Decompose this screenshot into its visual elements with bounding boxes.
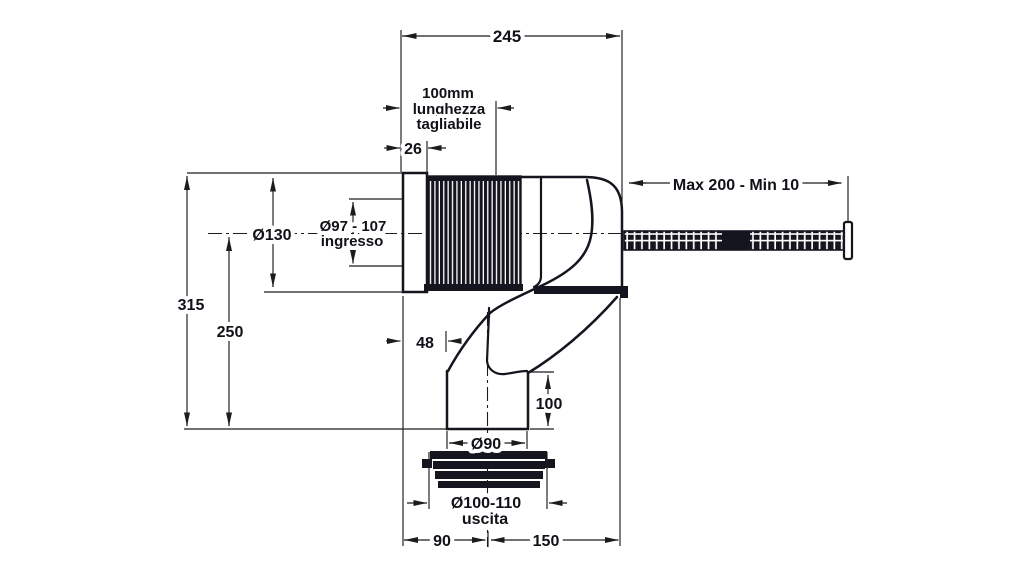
bottom-left-span-label: 90 bbox=[433, 533, 451, 550]
outlet-seal bbox=[422, 451, 555, 488]
overall-height-label: 315 bbox=[178, 297, 205, 314]
dimension-labels: 245 100mm lunghezza tagliabile 26 Max 20… bbox=[174, 23, 804, 554]
body-saddle-curve bbox=[485, 312, 529, 376]
centre-height-label: 250 bbox=[217, 324, 244, 341]
outlet-name-label: uscita bbox=[462, 511, 508, 528]
outlet-seal-diameter-label: Ø100-110 bbox=[451, 495, 521, 512]
rod-end-cap bbox=[842, 220, 854, 261]
inlet-diameter-label: Ø97 - 107 bbox=[320, 218, 387, 235]
rod-range-label: Max 200 - Min 10 bbox=[673, 177, 799, 194]
flange-thickness-label: 26 bbox=[404, 141, 422, 158]
body-inner-curve bbox=[446, 178, 594, 373]
mounting-plate-lip bbox=[620, 286, 628, 298]
body-shell bbox=[446, 175, 628, 376]
outlet-pipe-diameter-label: Ø90 bbox=[471, 436, 501, 453]
offset-48-label: 48 bbox=[416, 335, 434, 352]
overall-width-label: 245 bbox=[493, 27, 521, 46]
rod-slider-block bbox=[722, 231, 750, 250]
corrugated-inlet bbox=[424, 175, 523, 291]
outlet-height-label: 100 bbox=[536, 396, 563, 413]
cut-length-label-line3: tagliabile bbox=[416, 116, 481, 133]
body-top-outline bbox=[519, 175, 624, 289]
adjustment-rod bbox=[623, 220, 854, 261]
bottom-right-span-label: 150 bbox=[533, 533, 560, 550]
inlet-name-label: ingresso bbox=[321, 233, 384, 250]
cut-length-label-line2: lunghezza bbox=[413, 101, 486, 118]
flange-diameter-label: Ø130 bbox=[252, 227, 291, 244]
cut-length-label-line1: 100mm bbox=[422, 85, 474, 102]
body-right-sweep bbox=[526, 295, 619, 375]
extension-lines bbox=[184, 30, 849, 547]
dimension-lines bbox=[186, 35, 841, 541]
dimension-arrows bbox=[184, 33, 842, 543]
mounting-plate bbox=[534, 286, 623, 294]
outlet-pipe bbox=[445, 369, 530, 431]
